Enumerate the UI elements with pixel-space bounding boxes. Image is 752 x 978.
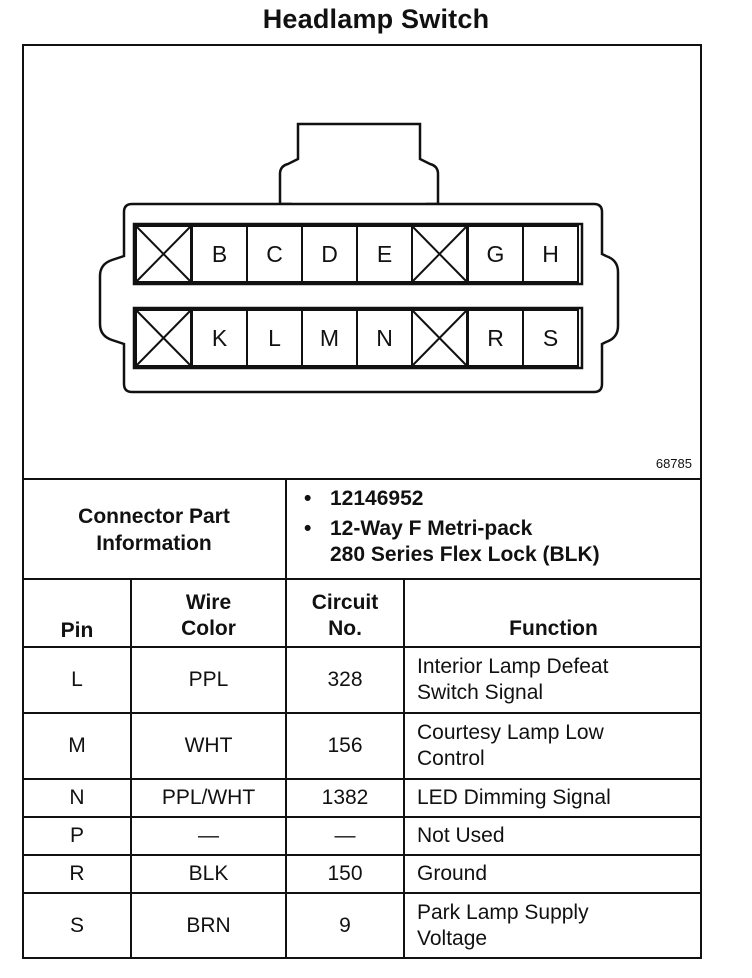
- part-number: 12146952: [330, 487, 424, 510]
- x-mark-icon: [135, 225, 192, 283]
- pin-label: N: [376, 325, 393, 351]
- pin-cell: S: [69, 914, 84, 937]
- circuit-cell: 328: [327, 668, 363, 691]
- divider-col-circuit: [285, 478, 287, 958]
- function-line1: Not Used: [417, 824, 505, 847]
- diagram-title: Headlamp Switch: [262, 4, 490, 34]
- pin-label: S: [543, 325, 558, 351]
- header-wire-color-line2: Color: [181, 617, 236, 640]
- divider-row-2: [22, 778, 702, 780]
- part-number-item: • 12146952: [300, 484, 700, 514]
- x-mark-icon: [411, 225, 468, 283]
- header-circuit-line1: Circuit: [311, 591, 379, 614]
- function-line2: Voltage: [417, 927, 488, 950]
- pin-label: C: [266, 241, 283, 267]
- header-wire-color: Wire Color: [132, 590, 285, 642]
- divider-row-5: [22, 892, 702, 894]
- connector-drawing: B C D E G H K L M N R S: [98, 122, 620, 394]
- divider-row-1: [22, 712, 702, 714]
- header-pin: Pin: [60, 619, 94, 642]
- connector-part-label-line1: Connector Part: [78, 505, 230, 528]
- header-circuit-no: Circuit No.: [287, 590, 403, 642]
- pin-label: E: [377, 241, 392, 267]
- pin-cavity: [246, 225, 303, 283]
- circuit-cell: 150: [327, 862, 363, 885]
- pin-label: B: [212, 241, 227, 267]
- x-mark-icon: [411, 309, 468, 367]
- header-wire-color-line1: Wire: [185, 591, 232, 614]
- pin-cavity: [246, 309, 303, 367]
- function-cell: LED Dimming Signal: [405, 780, 702, 816]
- divider-row-4: [22, 854, 702, 856]
- connector-part-label: Connector Part Information: [24, 482, 284, 578]
- x-mark-icon: [135, 309, 192, 367]
- divider-col-function: [403, 578, 405, 958]
- circuit-cell: 156: [327, 734, 363, 757]
- part-description-item: • 12-Way F Metri-pack: [300, 514, 700, 544]
- connector-latch: [278, 122, 440, 206]
- connector-part-info: • 12146952 • 12-Way F Metri-pack 280 Ser…: [300, 484, 700, 570]
- divider-connector-info: [22, 578, 702, 580]
- pin-label: L: [268, 325, 281, 351]
- function-line1: Park Lamp Supply: [417, 901, 589, 924]
- connector-diagram: B C D E G H K L M N R S: [22, 44, 702, 480]
- function-line1: Courtesy Lamp Low: [417, 721, 604, 744]
- divider-row-3: [22, 816, 702, 818]
- connector-part-label-line2: Information: [96, 532, 212, 555]
- pin-cavity: [356, 225, 413, 283]
- diagram-frame: [22, 44, 702, 959]
- function-line2: Switch Signal: [417, 681, 544, 704]
- wire-color-cell: —: [198, 824, 219, 847]
- function-line1: LED Dimming Signal: [417, 786, 611, 809]
- function-line1: Interior Lamp Defeat: [417, 655, 609, 678]
- function-line1: Ground: [417, 862, 488, 885]
- wire-color-cell: BRN: [186, 914, 231, 937]
- pin-cavity: [467, 309, 524, 367]
- wire-color-cell: PPL: [188, 668, 229, 691]
- pin-cavity: [522, 309, 579, 367]
- pin-cavity: [191, 225, 248, 283]
- bullet-icon: •: [304, 517, 312, 540]
- header-circuit-line2: No.: [328, 617, 362, 640]
- wire-color-cell: WHT: [184, 734, 233, 757]
- function-line2: Control: [417, 747, 485, 770]
- pin-cell: M: [68, 734, 86, 757]
- pin-label: H: [542, 241, 559, 267]
- pin-label: R: [487, 325, 504, 351]
- divider-diagram: [22, 478, 702, 480]
- function-cell: Ground: [405, 856, 702, 892]
- part-description-line1: 12-Way F Metri-pack: [330, 517, 533, 540]
- pin-label: K: [212, 325, 228, 351]
- wire-color-cell: BLK: [188, 862, 229, 885]
- pin-label: M: [320, 325, 339, 351]
- pin-cell: L: [71, 668, 83, 691]
- circuit-cell: 1382: [321, 786, 369, 809]
- circuit-cell: 9: [339, 914, 351, 937]
- divider-col-wire: [130, 578, 132, 958]
- connector-row-band: [132, 306, 584, 370]
- pin-cell: R: [69, 862, 85, 885]
- pin-cavity: [191, 309, 248, 367]
- circuit-cell: —: [334, 824, 356, 847]
- pin-label: G: [487, 241, 505, 267]
- header-function: Function: [509, 617, 598, 640]
- pin-cavity: [301, 225, 358, 283]
- function-cell: Not Used: [405, 818, 702, 854]
- connector-row-band: [132, 222, 584, 286]
- pin-cell: N: [69, 786, 85, 809]
- divider-header: [22, 646, 702, 648]
- figure-number: 68785: [655, 456, 692, 471]
- bullet-icon: •: [304, 487, 312, 510]
- wire-color-cell: PPL/WHT: [161, 786, 256, 809]
- part-description-line2: 280 Series Flex Lock (BLK): [330, 543, 600, 566]
- pin-cell: P: [69, 824, 84, 847]
- pin-label: D: [321, 241, 338, 267]
- pin-cavity: [522, 225, 579, 283]
